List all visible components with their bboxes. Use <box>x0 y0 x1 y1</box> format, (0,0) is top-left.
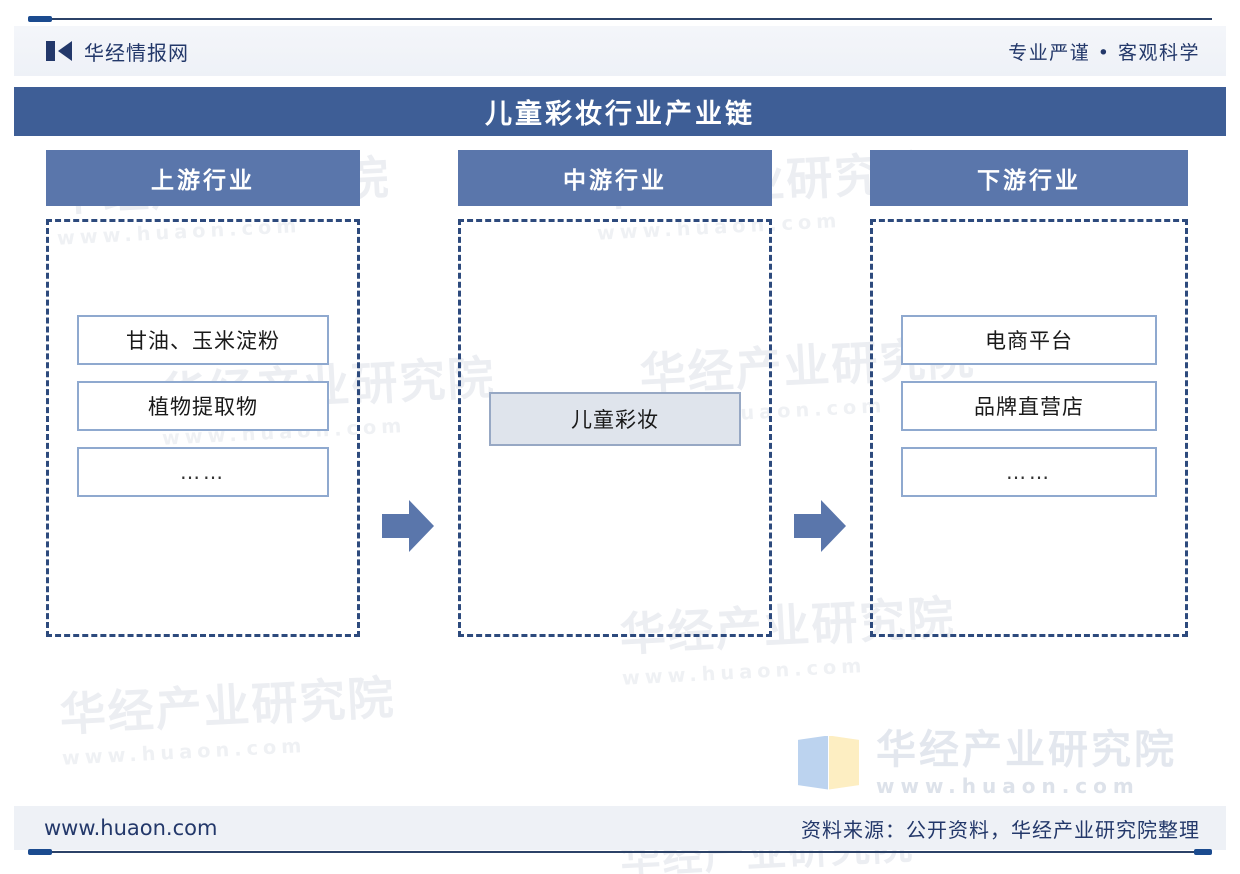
arrow-right-icon <box>794 498 846 554</box>
column-header-label: 下游行业 <box>977 168 1081 194</box>
bottom-divider-rule <box>28 849 1212 855</box>
chain-node-label: 植物提取物 <box>148 395 258 419</box>
column-body-downstream: 电商平台 品牌直营店 …… <box>870 219 1188 637</box>
node-stack-downstream: 电商平台 品牌直营店 …… <box>901 315 1157 497</box>
footer-source-note: 资料来源：公开资料，华经产业研究院整理 <box>801 817 1200 842</box>
column-header-upstream: 上游行业 <box>46 150 360 206</box>
header-tagline: 专业严谨 • 客观科学 <box>1008 41 1200 64</box>
column-body-midstream: 儿童彩妆 <box>458 219 772 637</box>
column-header-downstream: 下游行业 <box>870 150 1188 206</box>
node-stack-upstream: 甘油、玉米淀粉 植物提取物 …… <box>77 315 329 497</box>
top-divider-rule <box>28 16 1212 22</box>
value-chain-diagram: 上游行业 甘油、玉米淀粉 植物提取物 …… 中游行业 <box>0 150 1240 790</box>
chain-column-upstream: 上游行业 甘油、玉米淀粉 植物提取物 …… <box>46 150 360 637</box>
column-header-midstream: 中游行业 <box>458 150 772 206</box>
book-logo-icon <box>46 40 72 62</box>
chain-node-label: 儿童彩妆 <box>571 408 659 432</box>
chain-node[interactable]: 儿童彩妆 <box>489 392 741 446</box>
chain-node-label: 品牌直营店 <box>974 395 1084 419</box>
brand-name: 华经情报网 <box>84 40 189 65</box>
footer-url[interactable]: www.huaon.com <box>44 816 218 840</box>
chain-node-more[interactable]: …… <box>77 447 329 497</box>
chain-column-downstream: 下游行业 电商平台 品牌直营店 …… <box>870 150 1188 637</box>
node-stack-midstream: 儿童彩妆 <box>489 392 741 446</box>
chain-node[interactable]: 品牌直营店 <box>901 381 1157 431</box>
chain-node-label: …… <box>180 460 226 484</box>
column-header-label: 中游行业 <box>563 168 667 194</box>
column-body-upstream: 甘油、玉米淀粉 植物提取物 …… <box>46 219 360 637</box>
chain-node-label: …… <box>1006 460 1052 484</box>
chain-node-more[interactable]: …… <box>901 447 1157 497</box>
chain-column-midstream: 中游行业 儿童彩妆 <box>458 150 772 637</box>
page-title: 儿童彩妆行业产业链 <box>485 99 755 130</box>
chain-node[interactable]: 植物提取物 <box>77 381 329 431</box>
chain-node-label: 甘油、玉米淀粉 <box>126 329 280 353</box>
arrow-right-icon <box>382 498 434 554</box>
chain-node-label: 电商平台 <box>985 329 1073 353</box>
page-title-bar: 儿童彩妆行业产业链 <box>14 87 1226 136</box>
chain-node[interactable]: 电商平台 <box>901 315 1157 365</box>
page-header: 华经情报网 专业严谨 • 客观科学 <box>14 26 1226 76</box>
brand: 华经情报网 <box>46 37 189 66</box>
chain-node[interactable]: 甘油、玉米淀粉 <box>77 315 329 365</box>
page-footer: www.huaon.com 资料来源：公开资料，华经产业研究院整理 <box>14 806 1226 850</box>
column-header-label: 上游行业 <box>151 168 255 194</box>
